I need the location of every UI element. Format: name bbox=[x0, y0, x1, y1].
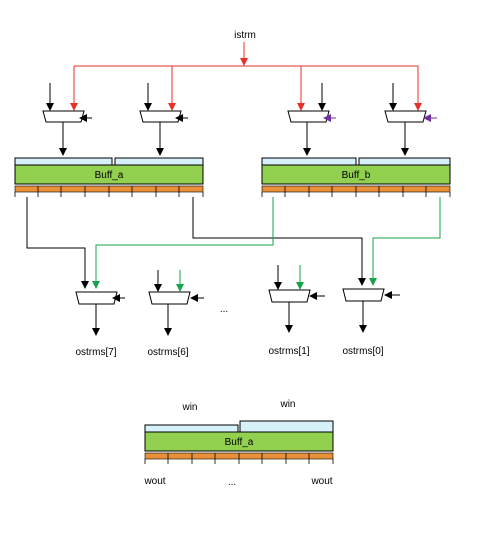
legend-buffer: win win Buff_a wout ... wout bbox=[143, 399, 334, 488]
ostrm-0-label: ostrms[0] bbox=[342, 346, 383, 357]
output-routing bbox=[26, 197, 441, 289]
istrm-label: istrm bbox=[234, 30, 256, 41]
legend-win-right: win bbox=[279, 399, 295, 410]
ostrm-7-label: ostrms[7] bbox=[75, 347, 116, 358]
output-mux-0 bbox=[342, 288, 400, 333]
ostrm-1-label: ostrms[1] bbox=[268, 346, 309, 357]
buffer-a-ports bbox=[14, 186, 204, 197]
output-mux-6 bbox=[148, 270, 204, 336]
legend-wout-left: wout bbox=[143, 476, 165, 487]
buffer-a-label: Buff_a bbox=[95, 170, 124, 181]
legend-buffer-label: Buff_a bbox=[225, 437, 254, 448]
legend-ellipsis: ... bbox=[228, 477, 236, 488]
ostrm-6-label: ostrms[6] bbox=[147, 347, 188, 358]
input-mux-a0 bbox=[42, 83, 92, 156]
legend-buffer-ports bbox=[144, 453, 334, 464]
mux-ellipsis: ... bbox=[220, 304, 228, 315]
input-mux-a1 bbox=[139, 83, 188, 156]
legend-wout-right: wout bbox=[310, 476, 332, 487]
buffer-a: Buff_a bbox=[14, 157, 204, 197]
input-mux-b1 bbox=[384, 83, 437, 156]
output-mux-1 bbox=[268, 265, 325, 333]
buffer-b-label: Buff_b bbox=[342, 170, 371, 181]
input-mux-b0 bbox=[287, 83, 336, 156]
buffer-b-ports bbox=[261, 186, 451, 197]
output-mux-7 bbox=[75, 291, 125, 336]
legend-win-left: win bbox=[181, 402, 197, 413]
buffer-b: Buff_b bbox=[261, 157, 451, 197]
istrm-distribution bbox=[70, 42, 422, 111]
